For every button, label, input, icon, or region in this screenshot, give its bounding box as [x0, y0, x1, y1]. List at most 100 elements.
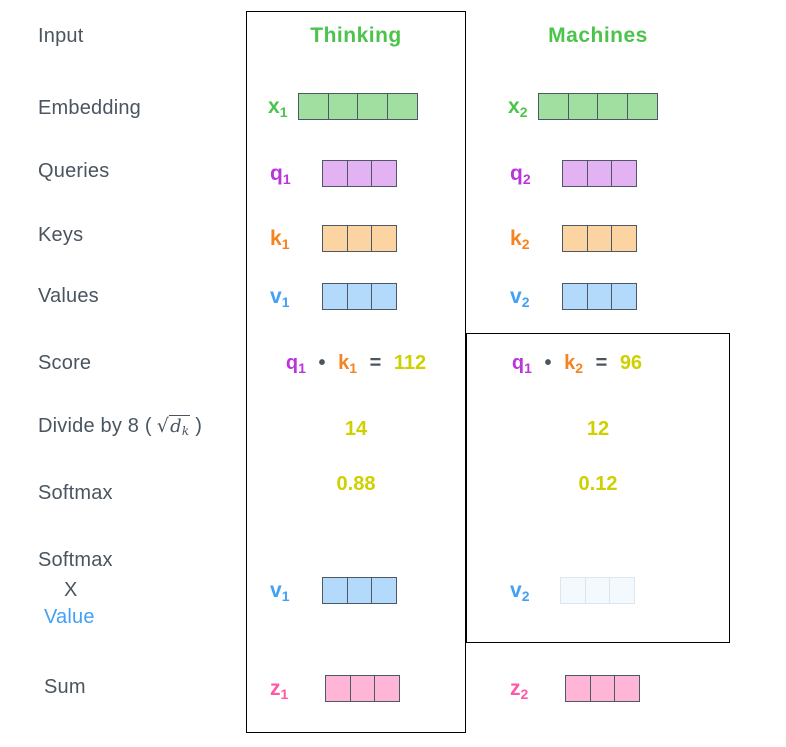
- x1-subscript: 1: [279, 104, 288, 120]
- k2-subscript: 2: [521, 236, 530, 252]
- vector-cell: [322, 577, 348, 604]
- vector-cell: [565, 675, 591, 702]
- vector-cell: [371, 160, 398, 187]
- vector-cell: [371, 577, 398, 604]
- k1-label: k1: [270, 227, 290, 252]
- vector-cell: [586, 283, 613, 310]
- v1-vector: [322, 283, 398, 310]
- score1-q-sub: 1: [298, 360, 306, 376]
- v1-softmax-label: v1: [270, 579, 290, 604]
- divide-value-1: 14: [344, 418, 368, 440]
- score1-k-sub: 1: [349, 360, 357, 376]
- vector-cell: [387, 93, 419, 120]
- v2-softmax-subscript: 2: [521, 588, 530, 604]
- k1-vector: [322, 225, 398, 252]
- q1-vector: [322, 160, 398, 187]
- k1-subscript: 1: [281, 236, 290, 252]
- vector-cell: [346, 283, 373, 310]
- vector-cell: [586, 160, 613, 187]
- v2-softmax-label: v2: [510, 579, 530, 604]
- vector-cell: [560, 577, 586, 604]
- vector-cell: [562, 283, 588, 310]
- score2-q-base: q: [511, 352, 525, 374]
- z1-label: z1: [270, 678, 288, 701]
- q2-subscript: 2: [522, 171, 531, 187]
- z2-label: z2: [510, 678, 528, 701]
- score2-q-sub: 1: [524, 360, 532, 376]
- v2-softmax-faded-vector: [560, 577, 636, 604]
- score-section-outline: [466, 333, 730, 643]
- vector-cell: [627, 93, 659, 120]
- row-label-softmax-x-value-1: Softmax: [38, 549, 113, 571]
- score2-value: 96: [619, 352, 643, 374]
- vector-cell: [346, 577, 373, 604]
- vector-cell: [322, 283, 348, 310]
- vector-cell: [609, 577, 636, 604]
- score-equation-2: q1 • k2 = 96: [445, 352, 709, 376]
- q2-label: q2: [510, 162, 531, 187]
- k2-vector: [562, 225, 638, 252]
- vector-cell: [589, 675, 616, 702]
- q1-label: q1: [270, 162, 291, 187]
- row-label-softmax-x-value-3: Value: [44, 606, 95, 628]
- x2-subscript: 2: [519, 104, 528, 120]
- v1-softmax-subscript: 1: [281, 588, 290, 604]
- column-header-machines: Machines: [548, 24, 648, 47]
- vector-cell: [357, 93, 389, 120]
- score1-value: 112: [393, 352, 427, 374]
- v1-softmax-base: v: [270, 579, 282, 602]
- q1-subscript: 1: [282, 171, 291, 187]
- v2-base: v: [510, 285, 522, 308]
- row-label-sum: Sum: [44, 676, 86, 698]
- dot-product-symbol: •: [544, 352, 552, 374]
- vector-cell: [567, 93, 599, 120]
- row-label-embedding: Embedding: [38, 97, 141, 119]
- column-header-thinking: Thinking: [310, 24, 402, 47]
- v1-subscript: 1: [281, 294, 290, 310]
- k2-base: k: [510, 227, 522, 250]
- radicand-subscript: k: [181, 424, 190, 438]
- equals-sign: =: [369, 352, 382, 374]
- vector-cell: [349, 675, 376, 702]
- score2-k-base: k: [564, 352, 576, 374]
- row-label-values: Values: [38, 285, 99, 307]
- vector-cell: [371, 225, 398, 252]
- vector-cell: [371, 283, 398, 310]
- q2-vector: [562, 160, 638, 187]
- row-label-keys: Keys: [38, 224, 84, 246]
- v1-base: v: [270, 285, 282, 308]
- row-label-softmax: Softmax: [38, 482, 113, 504]
- vector-cell: [597, 93, 629, 120]
- v2-vector: [562, 283, 638, 310]
- vector-cell: [614, 675, 641, 702]
- score-equation-1: q1 • k1 = 112: [246, 352, 466, 376]
- v2-subscript: 2: [521, 294, 530, 310]
- divide-value-2: 12: [586, 418, 610, 440]
- vector-cell: [327, 93, 359, 120]
- radicand: dk: [169, 415, 191, 438]
- vector-cell: [374, 675, 401, 702]
- row-label-score: Score: [38, 352, 92, 374]
- score1-q-base: q: [285, 352, 299, 374]
- q2-base: q: [510, 162, 523, 185]
- vector-cell: [584, 577, 611, 604]
- radicand-letter: d: [170, 416, 182, 437]
- softmax-value-1: 0.88: [336, 473, 376, 495]
- vector-cell: [611, 160, 638, 187]
- x1-base: x: [268, 95, 280, 118]
- dot-product-symbol: •: [318, 352, 326, 374]
- vector-cell: [346, 160, 373, 187]
- vector-cell: [562, 225, 588, 252]
- row-label-input: Input: [38, 25, 84, 47]
- vector-cell: [325, 675, 351, 702]
- equals-sign: =: [595, 352, 608, 374]
- score1-k-base: k: [338, 352, 350, 374]
- k2-label: k2: [510, 227, 530, 252]
- v2-label: v2: [510, 285, 530, 310]
- q1-base: q: [270, 162, 283, 185]
- v2-softmax-base: v: [510, 579, 522, 602]
- k1-base: k: [270, 227, 282, 250]
- row-label-queries: Queries: [38, 160, 110, 182]
- vector-cell: [322, 225, 348, 252]
